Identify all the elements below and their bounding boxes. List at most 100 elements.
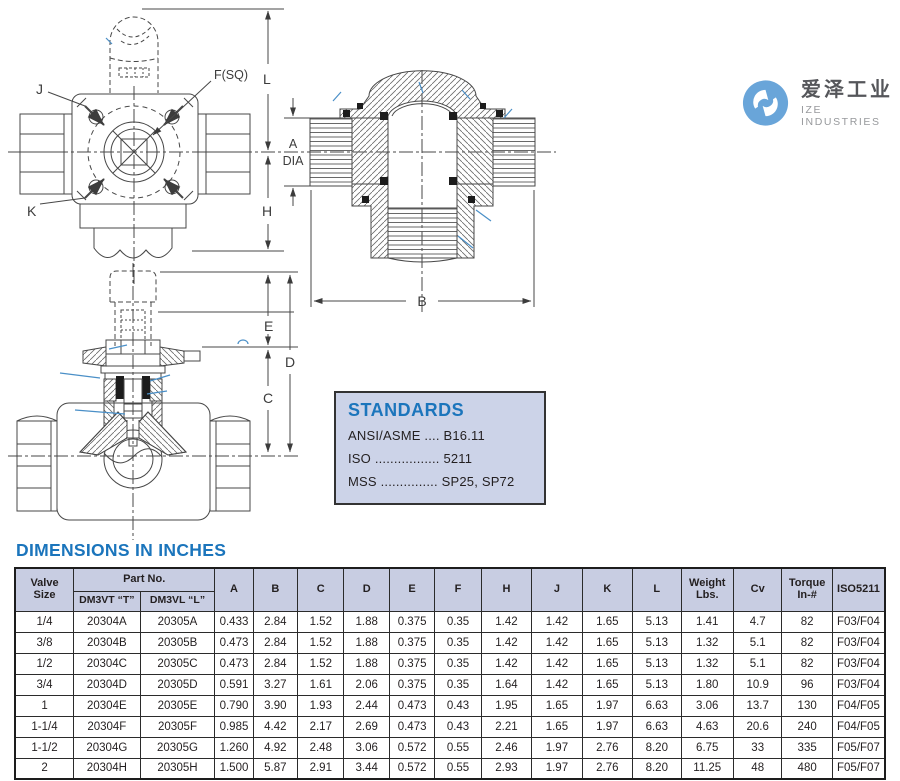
col-header-torque: Torque In-# xyxy=(781,567,833,612)
label-k: K xyxy=(27,203,37,219)
table-cell: 1.65 xyxy=(581,631,634,654)
table-cell: 20304C xyxy=(73,652,141,675)
col-header-b: B xyxy=(252,567,299,612)
table-cell: 240 xyxy=(781,715,833,738)
valve-size-cell: 2 xyxy=(14,757,75,780)
table-cell: 1.52 xyxy=(297,631,345,654)
table-cell: 335 xyxy=(781,736,833,759)
standards-title: STANDARDS xyxy=(348,400,465,420)
standards-label: MSS xyxy=(348,474,377,489)
col-header-f: F xyxy=(434,567,482,612)
table-cell: 4.63 xyxy=(680,715,734,738)
table-cell: 1.42 xyxy=(480,631,533,654)
table-cell: 6.75 xyxy=(680,736,734,759)
table-cell: 1.88 xyxy=(343,610,390,633)
table-cell: 20305D xyxy=(139,673,216,696)
table-cell: 2.06 xyxy=(343,673,390,696)
table-cell: 1.42 xyxy=(531,610,583,633)
table-cell: F04/F05 xyxy=(831,694,886,717)
table-cell: 20304A xyxy=(73,610,141,633)
dim-label-a: A xyxy=(289,137,298,151)
table-cell: 1.65 xyxy=(581,610,634,633)
table-cell: 0.55 xyxy=(434,757,482,780)
table-cell: 96 xyxy=(781,673,833,696)
table-cell: 1.93 xyxy=(297,694,345,717)
header-line: Size xyxy=(33,588,56,601)
table-cell: 0.35 xyxy=(434,631,482,654)
standards-value: B16.11 xyxy=(443,428,485,443)
col-header-c: C xyxy=(297,567,345,612)
table-cell: 1.97 xyxy=(531,736,583,759)
standards-item: MSS ............... SP25, SP72 xyxy=(348,474,532,489)
valve-size-cell: 3/8 xyxy=(14,631,75,654)
label-j: J xyxy=(36,81,43,97)
standards-item: ISO ................. 5211 xyxy=(348,451,532,466)
table-cell: 1.64 xyxy=(480,673,533,696)
table-cell: 0.985 xyxy=(214,715,254,738)
table-cell: 1.42 xyxy=(531,631,583,654)
standards-value: 5211 xyxy=(443,451,473,466)
dim-label-dia: DIA xyxy=(283,154,305,168)
table-cell: 0.375 xyxy=(388,610,436,633)
table-cell: 0.35 xyxy=(434,652,482,675)
standards-label: ANSI/ASME xyxy=(348,428,421,443)
col-header-part-no: Part No. xyxy=(73,567,216,592)
dim-label-c: C xyxy=(263,390,273,406)
table-cell: 82 xyxy=(781,652,833,675)
valve-size-cell: 3/4 xyxy=(14,673,75,696)
table-cell: F03/F04 xyxy=(831,652,886,675)
table-cell: 1.61 xyxy=(297,673,345,696)
col-header-cv: Cv xyxy=(732,567,783,612)
table-cell: 5.13 xyxy=(632,673,682,696)
table-cell: 5.13 xyxy=(632,652,682,675)
dim-label-l: L xyxy=(263,71,271,87)
standards-value: SP25, SP72 xyxy=(441,474,515,489)
table-cell: 6.63 xyxy=(632,694,682,717)
table-cell: 0.473 xyxy=(214,631,254,654)
col-header-valve-size: Valve Size xyxy=(14,567,75,612)
table-cell: 0.473 xyxy=(388,715,436,738)
table-cell: 20305C xyxy=(139,652,216,675)
table-cell: 0.55 xyxy=(434,736,482,759)
side-view-drawing: E D C xyxy=(8,263,300,540)
table-cell: 20305A xyxy=(139,610,216,633)
table-cell: 0.433 xyxy=(214,610,254,633)
header-line: Valve xyxy=(30,577,59,590)
table-cell: 0.473 xyxy=(214,652,254,675)
ize-logo-icon xyxy=(742,80,789,126)
table-cell: F05/F07 xyxy=(831,757,886,780)
table-cell: 1.95 xyxy=(480,694,533,717)
table-cell: 3.06 xyxy=(680,694,734,717)
table-cell: 3.06 xyxy=(343,736,390,759)
table-cell: 2.44 xyxy=(343,694,390,717)
table-cell: 20304B xyxy=(73,631,141,654)
valve-size-cell: 1/4 xyxy=(14,610,75,633)
standards-dots: ................. xyxy=(374,451,440,466)
table-cell: 20304G xyxy=(73,736,141,759)
table-cell: 20305H xyxy=(139,757,216,780)
col-header-weight: Weight Lbs. xyxy=(680,567,734,612)
table-cell: 13.7 xyxy=(732,694,783,717)
valve-size-cell: 1-1/2 xyxy=(14,736,75,759)
table-header-row-1: Valve Size Part No. A B C D E F H J K L … xyxy=(14,567,886,612)
standards-dots: ............... xyxy=(380,474,438,489)
table-cell: 20.6 xyxy=(732,715,783,738)
table-cell: F05/F07 xyxy=(831,736,886,759)
table-cell: 1.52 xyxy=(297,610,345,633)
table-cell: 2.84 xyxy=(252,652,299,675)
table-cell: 130 xyxy=(781,694,833,717)
section-view-drawing: A DIA B xyxy=(283,70,556,312)
header-line: In-# xyxy=(797,588,817,601)
valve-size-cell: 1 xyxy=(14,694,75,717)
table-cell: 1.65 xyxy=(581,652,634,675)
table-cell: 0.375 xyxy=(388,631,436,654)
table-cell: 0.35 xyxy=(434,610,482,633)
table-cell: 33 xyxy=(732,736,783,759)
table-cell: 1.42 xyxy=(531,652,583,675)
company-logo: 爱泽工业 IZE INDUSTRIES xyxy=(742,78,900,128)
